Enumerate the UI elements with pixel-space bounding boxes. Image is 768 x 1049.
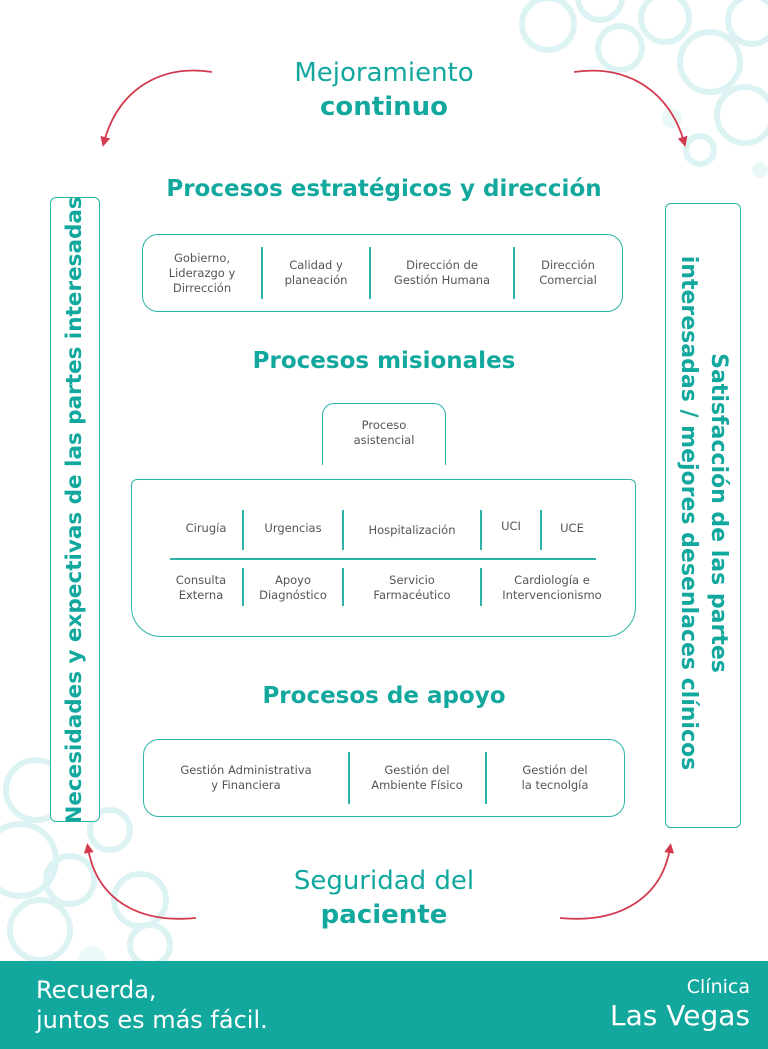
divider xyxy=(369,247,371,299)
missional-item: Servicio Farmacéutico xyxy=(373,573,451,602)
missional-item: Apoyo Diagnóstico xyxy=(259,573,327,602)
divider xyxy=(513,247,515,299)
missional-item: Cardiología e Intervencionismo xyxy=(502,573,602,602)
arrow-bottom-left xyxy=(83,843,197,920)
missional-item: Hospitalización xyxy=(368,522,456,537)
divider xyxy=(480,510,482,550)
divider xyxy=(540,510,542,550)
divider xyxy=(485,752,487,804)
right-banner-text: Satisfacción de las partes interesadas /… xyxy=(673,213,733,813)
cycle-bottom-label: Seguridad del paciente xyxy=(0,864,768,932)
missional-item: UCE xyxy=(560,520,584,535)
strategic-item: Dirección de Gestión Humana xyxy=(393,258,491,287)
divider xyxy=(342,568,344,606)
support-item: Gestión del Ambiente Físico xyxy=(371,763,463,792)
missional-box: Cirugía Urgencias Hospitalización UCI UC… xyxy=(131,479,636,637)
left-banner-text: Necesidades y expectivas de las partes i… xyxy=(62,196,87,824)
arrow-bottom-right xyxy=(559,843,675,920)
missional-item: UCI xyxy=(501,518,521,533)
divider xyxy=(342,510,344,550)
divider xyxy=(242,568,244,606)
right-banner-line1: Satisfacción de las partes xyxy=(706,353,731,673)
row-divider xyxy=(170,558,596,560)
divider xyxy=(480,568,482,606)
missional-title: Procesos misionales xyxy=(252,348,516,374)
footer-bar: Recuerda, juntos es más fácil. Clínica L… xyxy=(0,961,768,1049)
strategic-item: Dirección Comercial xyxy=(539,258,597,287)
right-banner-box xyxy=(665,203,741,828)
brand-small: Clínica xyxy=(686,976,750,998)
missional-item: Urgencias xyxy=(264,520,322,535)
support-item: Gestión Administrativa y Financiera xyxy=(180,763,312,792)
brand-logo-text: Las Vegas xyxy=(610,999,750,1032)
support-item: Gestión del la tecnolgía xyxy=(521,763,589,792)
left-banner-box xyxy=(50,197,100,822)
strategic-item: Gobierno, Liderazgo y Dirrección xyxy=(168,250,236,295)
right-banner-line2: interesadas / mejores desenlaces clínico… xyxy=(676,255,701,771)
missional-item: Consulta Externa xyxy=(175,573,227,602)
divider xyxy=(348,752,350,804)
strategic-item: Calidad y planeación xyxy=(284,258,348,287)
footer-slogan-line1: Recuerda, xyxy=(36,976,157,1004)
divider xyxy=(261,247,263,299)
cycle-top-label: Mejoramiento continuo xyxy=(0,56,768,124)
divider xyxy=(242,510,244,550)
strategic-title: Procesos estratégicos y dirección xyxy=(166,176,602,202)
cycle-bottom-line1: Seguridad del xyxy=(293,866,475,896)
support-title: Procesos de apoyo xyxy=(262,683,506,709)
arrow-top-left xyxy=(100,69,213,147)
cycle-top-line2: continuo xyxy=(319,92,448,122)
arrow-top-right xyxy=(573,69,688,147)
missional-item: Cirugía xyxy=(185,520,227,535)
missional-top-box: Proceso asistencial xyxy=(322,403,446,465)
missional-top-item: Proceso asistencial xyxy=(353,418,415,447)
footer-slogan-line2: juntos es más fácil. xyxy=(36,1006,268,1034)
cycle-top-line1: Mejoramiento xyxy=(294,58,474,88)
strategic-box: Gobierno, Liderazgo y Dirrección Calidad… xyxy=(142,234,623,312)
footer-slogan: Recuerda, juntos es más fácil. xyxy=(36,975,268,1035)
cycle-bottom-line2: paciente xyxy=(320,900,448,930)
support-box: Gestión Administrativa y Financiera Gest… xyxy=(143,739,625,817)
